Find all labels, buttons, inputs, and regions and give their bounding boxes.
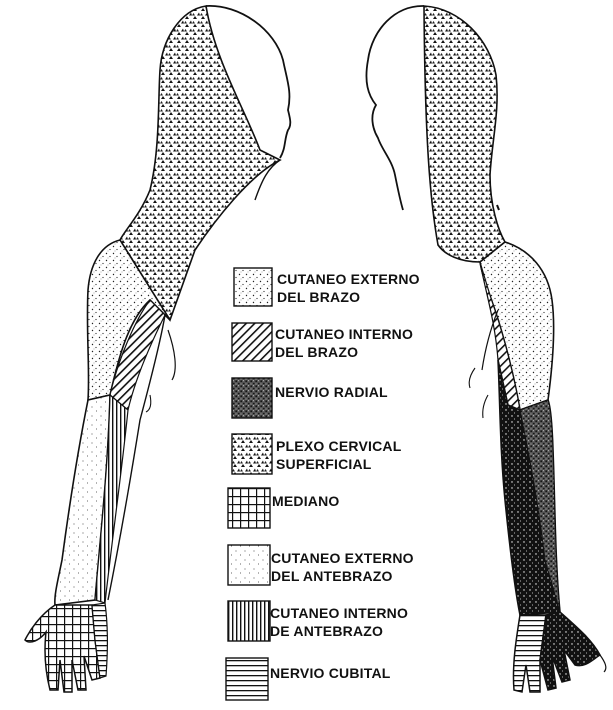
legend-swatches (226, 268, 272, 700)
swatch-plexo-cervical (232, 434, 272, 474)
legend-text-line2: DEL BRAZO (277, 288, 420, 306)
posterior-hand-dorsal (540, 612, 600, 690)
swatch-cutaneo-interno-brazo (232, 323, 272, 361)
swatch-nervio-cubital (226, 658, 268, 700)
swatch-cutaneo-externo-brazo (234, 268, 272, 306)
legend-text-line2: DE ANTEBRAZO (270, 622, 408, 640)
legend-label-cutaneo-interno-brazo: CUTANEO INTERNO DEL BRAZO (275, 325, 413, 361)
legend-text-line1: CUTANEO EXTERNO (277, 270, 420, 288)
posterior-face-outline (366, 6, 424, 210)
legend-text-line1: CUTANEO INTERNO (270, 604, 408, 622)
legend-label-cutaneo-externo-antebrazo: CUTANEO EXTERNO DEL ANTEBRAZO (271, 549, 414, 585)
swatch-mediano (228, 488, 270, 528)
legend-text-line1: CUTANEO EXTERNO (271, 549, 414, 567)
swatch-cutaneo-interno-antebrazo (228, 601, 270, 641)
legend-label-nervio-cubital: NERVIO CUBITAL (270, 664, 391, 682)
legend-text-line1: MEDIANO (272, 492, 340, 510)
legend-text-line1: NERVIO CUBITAL (270, 664, 391, 682)
swatch-nervio-radial (232, 378, 272, 418)
legend-label-mediano: MEDIANO (272, 492, 340, 510)
posterior-upper-arm-lateral (480, 242, 554, 410)
legend-text-line1: PLEXO CERVICAL (276, 437, 401, 455)
legend-text-line1: NERVIO RADIAL (275, 383, 388, 401)
anterior-hand-median (25, 605, 100, 692)
posterior-cervical-region (424, 6, 505, 262)
legend-label-plexo-cervical: PLEXO CERVICAL SUPERFICIAL (276, 437, 401, 473)
legend-text-line1: CUTANEO INTERNO (275, 325, 413, 343)
legend-text-line2: DEL ANTEBRAZO (271, 567, 414, 585)
legend-text-line2: SUPERFICIAL (276, 455, 401, 473)
legend-text-line2: DEL BRAZO (275, 343, 413, 361)
legend-label-cutaneo-externo-brazo: CUTANEO EXTERNO DEL BRAZO (277, 270, 420, 306)
legend-label-nervio-radial: NERVIO RADIAL (275, 383, 388, 401)
legend-label-cutaneo-interno-antebrazo: CUTANEO INTERNO DE ANTEBRAZO (270, 604, 408, 640)
swatch-cutaneo-externo-antebrazo (228, 545, 270, 585)
